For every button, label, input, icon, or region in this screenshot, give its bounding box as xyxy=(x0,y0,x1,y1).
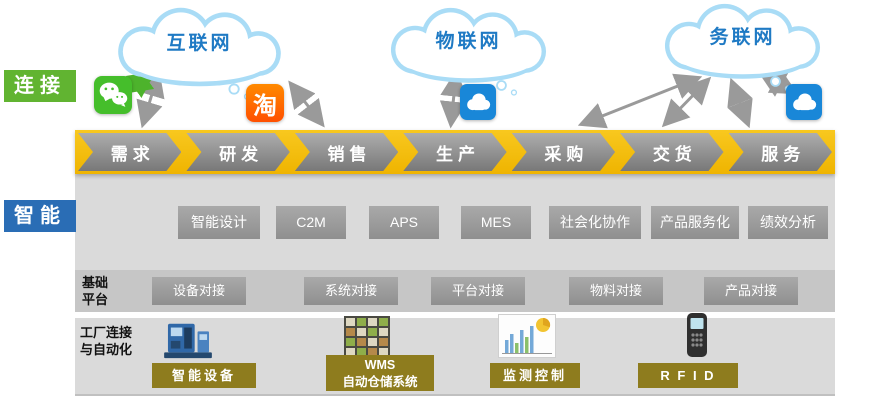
cloud-iot-label: 物联网 xyxy=(435,31,502,52)
side-label-smart: 智能 xyxy=(4,200,76,232)
process-step-service: 服务 xyxy=(729,133,832,171)
cloud-app-icon xyxy=(460,84,496,120)
platform-box: 设备对接 xyxy=(152,277,246,305)
wechat-icon xyxy=(94,76,132,114)
taobao-icon: 淘 xyxy=(246,84,284,122)
process-step-procure: 采购 xyxy=(512,133,615,171)
factory-label-wms-line1: WMS xyxy=(364,358,396,372)
platform-box: 产品对接 xyxy=(704,277,798,305)
factory-title-line2: 与自动化 xyxy=(80,342,133,357)
factory-label-device: 智能设备 xyxy=(152,363,256,388)
process-step-produce: 生产 xyxy=(403,133,506,171)
warehouse-icon xyxy=(344,316,390,358)
machine-icon xyxy=(162,318,214,360)
process-step-demand: 需求 xyxy=(78,133,181,171)
rfid-icon xyxy=(684,312,710,358)
smart-app-box: 社会化协作 xyxy=(549,206,641,239)
factory-label-rfid: R F I D xyxy=(638,363,738,388)
factory-title: 工厂连接 与自动化 xyxy=(80,324,132,358)
taobao-glyph: 淘 xyxy=(253,92,277,120)
process-chain-bar: 需求 研发 销售 生产 采购 交货 服务 xyxy=(75,130,835,174)
process-step-sales: 销售 xyxy=(295,133,398,171)
smart-app-box: C2M xyxy=(276,206,346,239)
platform-title: 基础 平台 xyxy=(82,274,108,308)
platform-title-line1: 基础 xyxy=(82,275,109,290)
cloud-app-icon xyxy=(786,84,822,120)
platform-box: 物料对接 xyxy=(569,277,663,305)
chart-icon xyxy=(498,314,556,358)
factory-label-monitor: 监测控制 xyxy=(490,363,580,388)
cloud-internet-label: 互联网 xyxy=(166,33,233,54)
platform-title-line2: 平台 xyxy=(82,292,109,307)
side-label-connect: 连接 xyxy=(4,70,76,102)
cloud-ios-label: 务联网 xyxy=(709,27,776,48)
smart-app-box: APS xyxy=(369,206,439,239)
cloud-internet: 互联网 xyxy=(92,4,307,104)
factory-title-line1: 工厂连接 xyxy=(80,325,133,340)
process-step-rnd: 研发 xyxy=(186,133,289,171)
smart-app-box: MES xyxy=(461,206,531,239)
factory-label-wms-line2: 自动仓储系统 xyxy=(342,375,418,389)
platform-box: 系统对接 xyxy=(304,277,398,305)
smart-app-box: 智能设计 xyxy=(178,206,260,239)
factory-label-wms: WMS 自动仓储系统 xyxy=(326,355,434,391)
cloud-ios: 务联网 xyxy=(640,0,845,96)
cloud-iot: 物联网 xyxy=(366,4,571,100)
process-step-delivery: 交货 xyxy=(620,133,723,171)
platform-box: 平台对接 xyxy=(431,277,525,305)
smart-app-box: 绩效分析 xyxy=(748,206,828,239)
smart-app-box: 产品服务化 xyxy=(651,206,739,239)
